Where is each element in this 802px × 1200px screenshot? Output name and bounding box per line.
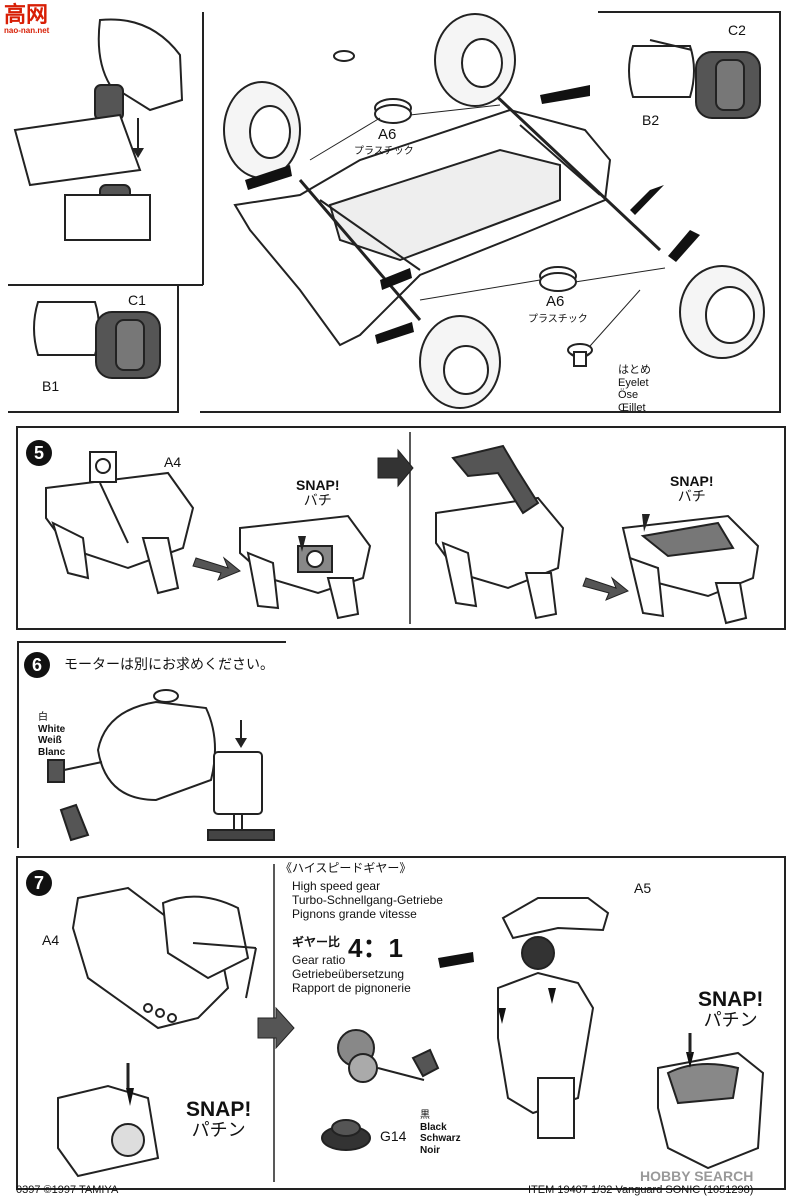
hobby-search-text: HOBBY SEARCH [640,1168,754,1184]
gear-names: High speed gear Turbo-Schnellgang-Getrie… [292,879,443,921]
step-6-number: 6 [24,652,50,678]
step-7-snap-left-jp: パチン [191,1120,246,1141]
gear-name-fr: Pignons grande vitesse [292,906,417,921]
gear-name-en: High speed gear [292,879,381,893]
step-6-frame [17,641,286,848]
step-5-part-a4: A4 [164,454,182,470]
eyelet-label-fr: Œillet [618,401,646,414]
step-6-section: 6 モーターは別にお求めください。 白 White Weiß Blanc [16,640,286,850]
ratio-value: 4：1 [348,933,403,963]
step-7-snap-right-jp: パチン [703,1010,758,1031]
footer-right: ITEM 19407 1/32 Vanguard SONIC (1051298) [528,1184,754,1196]
ratio-label-fr: Rapport de pignonerie [292,980,411,995]
eyelet-label: はとめ Eyelet Öse Œillet [618,364,651,415]
footer-left: 0397 ©1997 TAMIYA [16,1184,119,1196]
part-label-c2: C2 [728,22,746,38]
ratio-labels: Gear ratio Getriebeübersetzung Rapport d… [292,953,411,995]
g14-colors: 黒 Black Schwarz Noir [420,1110,461,1156]
part-code-a6-lower: A6 [546,293,565,310]
gear-name-de: Turbo-Schnellgang-Getriebe [292,892,443,907]
step-5-number: 5 [26,440,52,466]
step-5-snap-left: SNAP! バチ [296,477,340,509]
step-6-color-de: Weiß [38,735,62,746]
step-5-snap-right-jp: バチ [677,488,706,505]
part-code-g14: G14 [380,1128,407,1144]
step-5-snap-left-jp: バチ [303,492,332,509]
step-5-snap-right: SNAP! バチ [670,473,714,505]
step-6-instruction: モーターは別にお求めください。 [64,656,274,672]
hobby-search-watermark: HOBBY SEARCH [640,1168,753,1184]
step-7-snap-left: SNAP! パチン [186,1098,251,1141]
eyelet-label-en: Eyelet [618,376,649,389]
step-6-color-jp: 白 [38,712,48,723]
step-6-color-fr: Blanc [38,746,66,758]
wheels-assembly-drawing [8,11,781,413]
step-5-snap-left-en: SNAP! [296,477,340,493]
part-label-b2: B2 [642,112,660,128]
material-note-lower: プラスチック [528,314,588,325]
part-label-c1: C1 [128,292,146,308]
step-5-panel: 5 A4 [16,426,786,630]
step-7-snap-right: SNAP! パチン [698,988,763,1031]
part-label-b1: B1 [42,378,60,394]
site-logo-subtext: nao-nan.net [4,26,50,35]
part-code-a6-upper: A6 [378,126,397,143]
material-note-upper: プラスチック [354,146,414,157]
step-6-color-en: White [38,723,66,735]
g14-color-fr: Noir [420,1144,440,1156]
ratio-label-en: Gear ratio [292,953,346,967]
site-logo: 高网 nao-nan.net [4,2,50,36]
g14-color-de: Schwarz [420,1133,461,1144]
step-5-drawing [45,432,760,625]
step-7-snap-right-en: SNAP! [698,988,764,1011]
g14-color-en: Black [420,1121,447,1133]
wheels-assembly-section: C2 B2 C1 B1 A6 プラスチック A6 プラスチック はとめ Eyel… [0,0,802,420]
step-7-part-a4: A4 [42,932,60,948]
step-7-snap-left-en: SNAP! [186,1098,252,1121]
site-logo-text: 高网 [4,2,49,27]
eyelet-part [567,343,593,367]
step-7-part-a5: A5 [634,880,652,896]
step-7-drawing [57,864,765,1182]
step-5-snap-right-en: SNAP! [670,473,714,489]
step-7-panel: 7 A4 A5 《ハイスピードギヤー》 High speed gear Turb… [16,856,786,1190]
ratio-label-jp: ギヤー比 [292,935,341,949]
ratio-label-de: Getriebeübersetzung [292,966,405,981]
step-6-color-note: 白 White Weiß Blanc [38,712,65,758]
step-7-number: 7 [26,870,52,896]
g14-color-jp: 黒 [420,1110,430,1121]
eyelet-label-de: Öse [618,389,639,402]
step-6-drawing [47,689,275,842]
gear-title: 《ハイスピードギヤー》 [280,861,412,875]
eyelet-label-jp: はとめ [618,364,651,376]
